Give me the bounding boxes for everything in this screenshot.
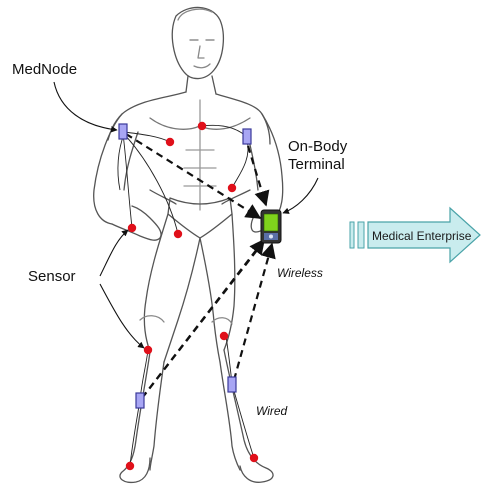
sensor-dot-icon (220, 332, 228, 340)
mednodes (119, 124, 251, 408)
mednode-icon (119, 124, 127, 139)
human-figure (94, 7, 283, 482)
sensor-dot-icon (250, 454, 258, 462)
wire-shin-right (232, 384, 254, 458)
wired-label: Wired (256, 404, 287, 418)
sensor-dot-icon (228, 184, 236, 192)
sensors (126, 122, 258, 470)
sensor-label: Sensor (28, 268, 76, 285)
wireless-label: Wireless (277, 266, 323, 280)
mednode-icon (243, 129, 251, 144)
sensor-dot-icon (166, 138, 174, 146)
wire-chest-right (202, 125, 246, 136)
terminal-label-line2: Terminal (288, 156, 345, 173)
terminal-leader (283, 178, 318, 213)
wireless-link-shin-right (234, 244, 272, 380)
sensor-leader-lower (100, 284, 144, 348)
mednode-icon (136, 393, 144, 408)
terminal-label-line1: On-Body (288, 138, 347, 155)
wire-arm-right (232, 140, 248, 188)
wireless-link-chest-left (126, 134, 260, 218)
phone-terminal-icon (261, 210, 281, 243)
wireless-links (126, 134, 272, 398)
sensor-dot-icon (174, 230, 182, 238)
mednode-icon (228, 377, 236, 392)
right-arrow-icon: Medical Enterprise (350, 208, 480, 262)
mednode-leader (54, 82, 117, 130)
wireless-link-chest-right (248, 146, 266, 205)
wire-torso-left (123, 134, 132, 228)
wire-shin-left (130, 400, 140, 466)
sensor-leader-upper (100, 230, 128, 276)
sensor-dot-icon (198, 122, 206, 130)
sensor-dot-icon (144, 346, 152, 354)
sensor-dot-icon (126, 462, 134, 470)
wire-upper-left (118, 134, 124, 190)
sensor-dot-icon (128, 224, 136, 232)
mednode-label: MedNode (12, 61, 77, 78)
enterprise-label: Medical Enterprise (372, 229, 472, 243)
